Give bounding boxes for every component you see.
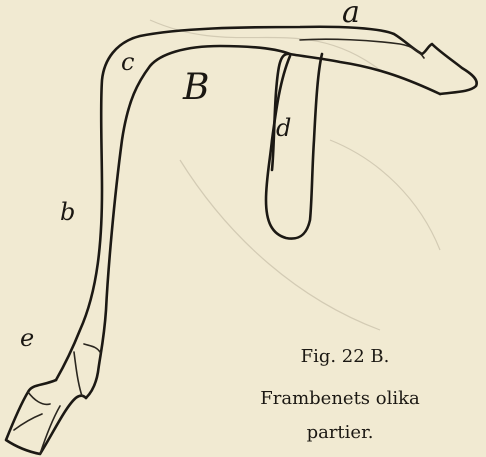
label-c: c xyxy=(121,50,134,74)
label-e: e xyxy=(20,326,34,350)
caption-line-2: partier. xyxy=(240,422,440,443)
tarsus-inner-lines xyxy=(14,344,100,454)
tarsus-e xyxy=(6,380,86,454)
label-b: b xyxy=(60,200,75,224)
caption-line-1: Frambenets olika xyxy=(240,388,440,409)
figure-number: Fig. 22 B. xyxy=(270,346,420,367)
label-a: a xyxy=(342,0,360,28)
label-B: B xyxy=(183,70,209,106)
label-d: d xyxy=(276,116,291,140)
